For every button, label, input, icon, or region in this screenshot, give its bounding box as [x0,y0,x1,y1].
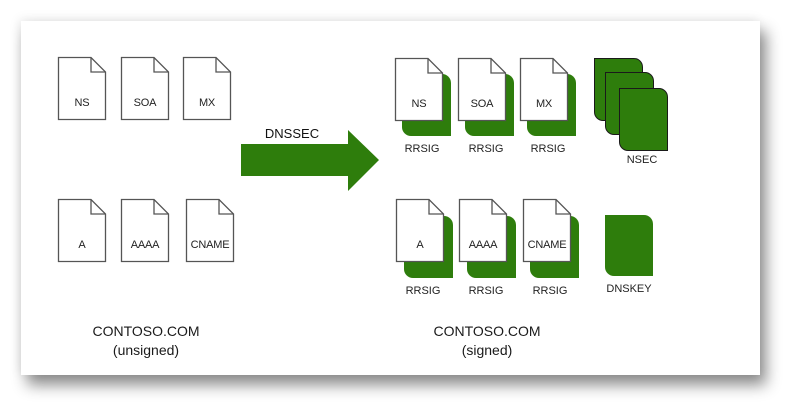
record-type-label: NS [74,97,90,109]
unsigned-zone-title: CONTOSO.COM (unsigned) [66,322,226,360]
record-type-label: AAAA [468,239,498,251]
signed-record-aaaa: AAAA [458,198,508,263]
document-icon [120,198,170,263]
document-icon [185,198,235,263]
signed-record-ns: NS [394,57,444,122]
document-icon [522,198,572,263]
record-type-label: MX [198,97,216,109]
document-icon [458,198,508,263]
dnskey-record [605,215,653,276]
signed-record-mx: MX [519,57,569,122]
record-type-label: NS [411,98,427,110]
document-icon [182,56,232,121]
signed-record-soa: SOA [457,57,507,122]
nsec-record-card [619,88,668,151]
zone-name: CONTOSO.COM [92,323,200,339]
unsigned-record-cname: CNAME [185,198,235,263]
record-type-label: AAAA [130,239,160,251]
unsigned-record-a: A [57,198,107,263]
document-icon [457,57,507,122]
rrsig-label: RRSIG [468,285,504,297]
record-type-label: SOA [470,98,494,110]
signed-zone-title: CONTOSO.COM (signed) [407,322,567,360]
record-type-label: MX [535,98,553,110]
unsigned-record-aaaa: AAAA [120,198,170,263]
zone-name: CONTOSO.COM [433,323,541,339]
record-type-label: A [78,239,86,251]
arrow-right-icon [241,130,379,191]
record-type-label: A [416,239,424,251]
rrsig-label: RRSIG [530,143,566,155]
record-type-label: SOA [133,97,157,109]
document-icon [395,198,445,263]
unsigned-record-soa: SOA [120,56,170,121]
document-icon [120,56,170,121]
zone-state: (signed) [461,342,513,358]
document-icon [394,57,444,122]
rrsig-label: RRSIG [405,285,441,297]
document-icon [519,57,569,122]
rrsig-label: RRSIG [468,143,504,155]
record-type-label: CNAME [190,239,230,251]
signed-record-a: A [395,198,445,263]
unsigned-record-ns: NS [57,56,107,121]
signed-record-cname: CNAME [522,198,572,263]
rrsig-label: RRSIG [532,285,568,297]
document-icon [57,56,107,121]
dnskey-label: DNSKEY [606,283,652,295]
record-type-label: CNAME [527,239,567,251]
nsec-label: NSEC [626,154,658,166]
document-icon [57,198,107,263]
arrow-label: DNSSEC [264,126,320,141]
zone-state: (unsigned) [112,342,180,358]
rrsig-label: RRSIG [404,143,440,155]
unsigned-record-mx: MX [182,56,232,121]
